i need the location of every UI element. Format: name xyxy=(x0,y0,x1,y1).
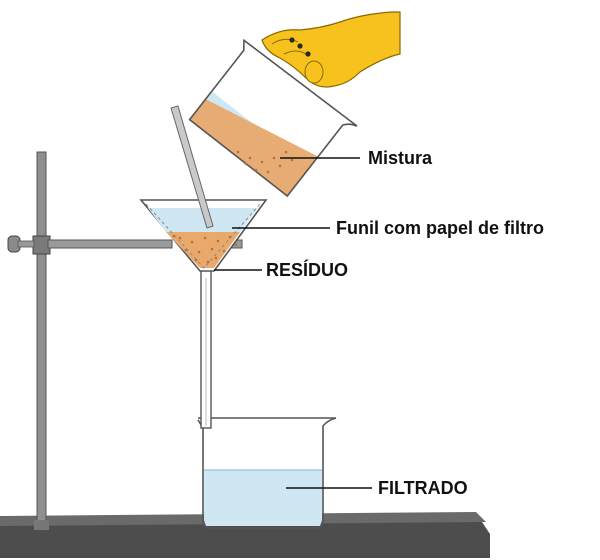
pouring-beaker-glass xyxy=(188,38,358,198)
clamp-arm xyxy=(47,239,173,249)
label-mixture: Mistura xyxy=(368,148,433,168)
residue-dots xyxy=(172,234,238,264)
stand-rod xyxy=(36,151,47,531)
glove-knuckle xyxy=(304,60,324,84)
receiving-beaker-icon xyxy=(197,417,337,529)
filter-paper-edge xyxy=(145,203,261,269)
stand-base xyxy=(0,516,490,558)
stirring-rod-icon xyxy=(170,105,214,229)
label-residue: RESÍDUO xyxy=(266,259,348,280)
funnel-residue xyxy=(166,232,240,268)
clamp-screw-shaft xyxy=(17,240,35,248)
funnel-stem xyxy=(200,267,212,429)
funnel-icon xyxy=(139,199,268,272)
receiving-beaker-glass xyxy=(197,417,337,529)
glove-icon xyxy=(261,11,401,88)
mixture-dots xyxy=(236,150,294,174)
label-filtrate: FILTRADO xyxy=(378,478,468,498)
mixture-sediment xyxy=(189,99,319,196)
funnel-liquid xyxy=(148,208,258,232)
stand-rod-foot xyxy=(34,520,49,530)
ring-stand-icon xyxy=(0,151,490,558)
label-funnel: Funil com papel de filtro xyxy=(336,218,544,238)
filtrate-liquid xyxy=(204,470,322,526)
clamp-block xyxy=(32,235,51,255)
pouring-beaker-icon xyxy=(188,38,358,198)
